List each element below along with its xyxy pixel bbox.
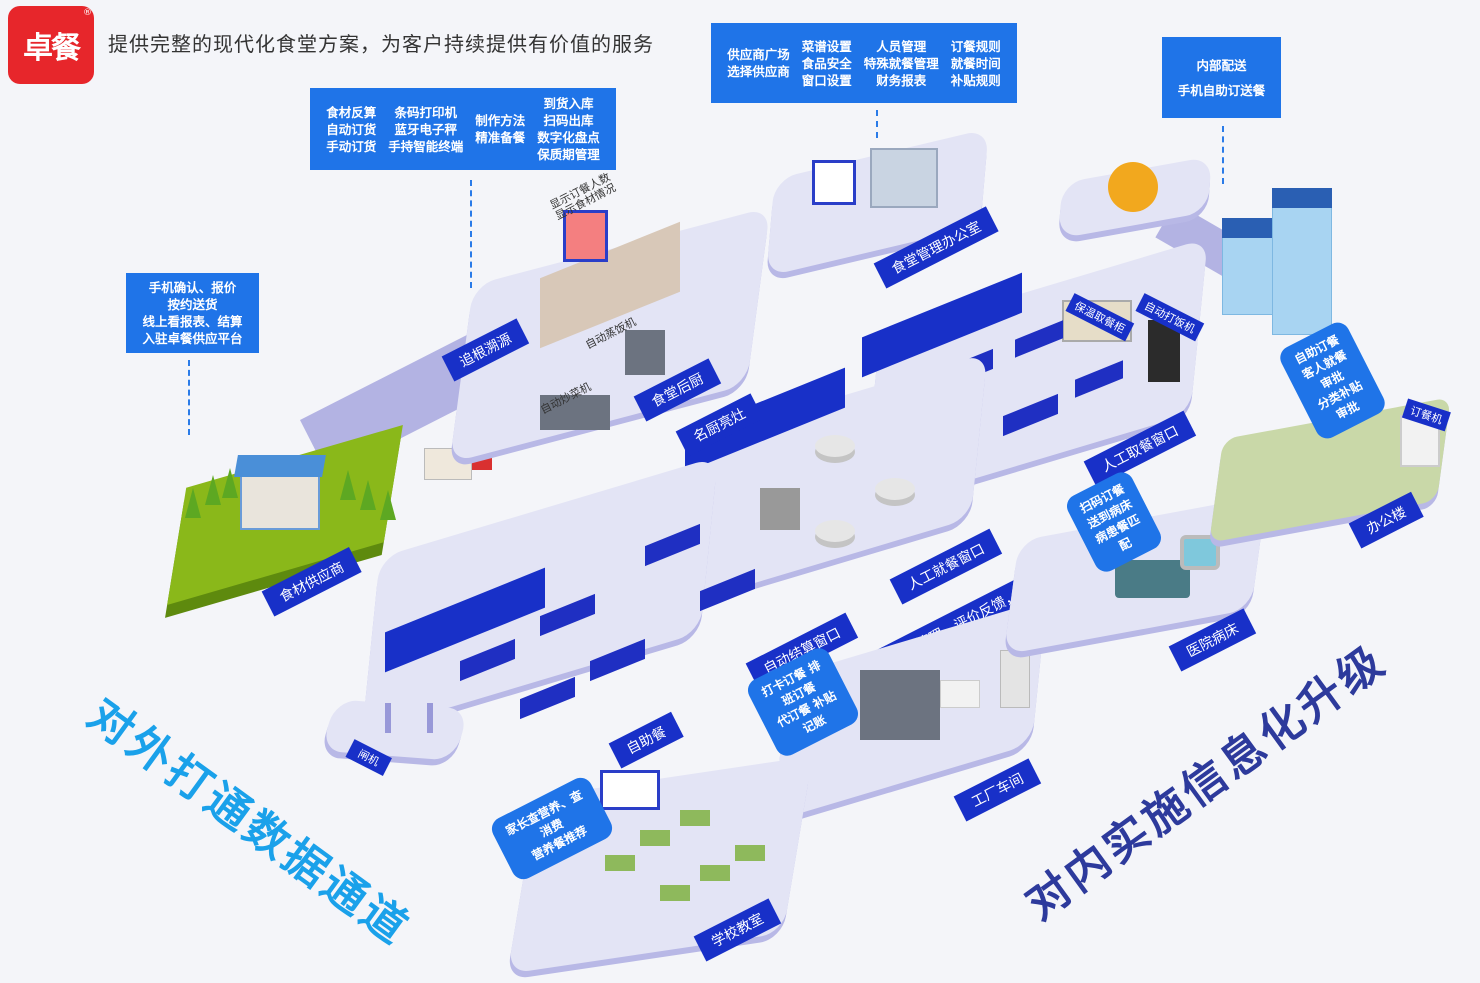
tree-icon	[222, 468, 238, 498]
chart-board-icon	[812, 160, 856, 205]
info-line: 手持智能终端	[388, 138, 464, 154]
info-line: 手动订货	[326, 138, 377, 154]
round-table	[815, 435, 855, 457]
warehouse-roof	[234, 455, 326, 477]
school-desk	[680, 810, 710, 826]
round-table	[875, 478, 915, 500]
brand-logo: 卓餐 ®	[8, 6, 94, 84]
school-desk	[700, 865, 730, 881]
wall-panel-icon	[1000, 650, 1030, 708]
tree-icon	[380, 490, 396, 520]
reception-desk-icon	[940, 680, 980, 708]
logo-text: 卓餐	[23, 31, 81, 66]
school-desk	[660, 885, 690, 901]
armchair-icon	[1180, 535, 1220, 570]
info-line: 食品安全	[801, 55, 852, 71]
info-box-kitchen: 食材反算 自动订货 手动订货 条码打印机 蓝牙电子秤 手持智能终端 制作方法 精…	[310, 88, 616, 170]
connector-kitchen	[470, 180, 472, 288]
warehouse-icon	[240, 470, 320, 530]
office-desk-icon	[870, 148, 938, 208]
display-screen-icon	[563, 210, 608, 262]
info-line: 按约送货	[167, 297, 218, 312]
office-tower-tall	[1272, 195, 1332, 335]
tree-icon	[360, 480, 376, 510]
tagline: 提供完整的现代化食堂方案，为客户持续提供有价值的服务	[108, 32, 654, 56]
tree-icon	[205, 475, 221, 505]
info-line: 特殊就餐管理	[863, 55, 939, 71]
info-line: 精准备餐	[475, 130, 526, 145]
connector-supplier	[188, 360, 190, 435]
info-box-office: 供应商广场 选择供应商 菜谱设置 食品安全 窗口设置 人员管理 特殊就餐管理 财…	[711, 23, 1017, 103]
tower-roof	[1222, 218, 1276, 238]
info-box-delivery: 内部配送 手机自助订送餐	[1162, 37, 1281, 118]
info-line: 手机自助订送餐	[1177, 82, 1266, 98]
delivery-scooter-icon	[1108, 162, 1158, 212]
school-desk	[605, 855, 635, 871]
info-line: 内部配送	[1196, 57, 1247, 73]
info-line: 人员管理	[876, 38, 927, 54]
info-line: 数字化盘点	[537, 130, 600, 145]
info-line: 选择供应商	[727, 64, 790, 79]
turnstile-icon	[385, 703, 433, 733]
info-line: 入驻卓餐供应平台	[142, 331, 243, 346]
school-desk	[735, 845, 765, 861]
info-line: 食材反算	[326, 104, 377, 120]
tree-icon	[340, 470, 356, 500]
wok-machine-icon	[540, 395, 610, 430]
hospital-bed-icon	[1115, 560, 1190, 598]
info-line: 订餐规则	[950, 38, 1001, 54]
info-line: 就餐时间	[950, 55, 1001, 71]
checkout-machine-icon	[760, 488, 800, 530]
steamer-icon	[625, 330, 665, 375]
info-line: 手机确认、报价	[148, 280, 237, 295]
tower-roof	[1272, 188, 1332, 208]
info-line: 供应商广场	[727, 47, 790, 62]
info-line: 制作方法	[475, 113, 526, 128]
factory-machine-icon	[860, 670, 940, 740]
info-line: 扫码出库	[543, 113, 594, 128]
office-tower-short	[1222, 225, 1276, 315]
label-buffet: 自助餐	[608, 711, 684, 769]
round-table	[815, 520, 855, 542]
info-line: 补贴规则	[950, 72, 1001, 88]
label-manual-dining: 人工就餐窗口	[889, 528, 1003, 605]
info-line: 蓝牙电子秤	[394, 121, 457, 137]
info-line: 自动订货	[326, 121, 377, 137]
connector-delivery	[1222, 126, 1224, 184]
info-line: 财务报表	[876, 72, 927, 88]
info-line: 到货入库	[543, 96, 594, 111]
whiteboard-icon	[600, 770, 660, 810]
info-line: 窗口设置	[801, 72, 852, 88]
school-desk	[640, 830, 670, 846]
tree-icon	[185, 488, 201, 518]
info-line: 线上看报表、结算	[142, 314, 243, 329]
registered-mark: ®	[83, 8, 92, 18]
label-factory: 工厂车间	[953, 758, 1042, 822]
info-line: 菜谱设置	[801, 38, 852, 54]
connector-office	[876, 110, 878, 138]
info-line: 条码打印机	[394, 104, 457, 120]
info-line: 保质期管理	[537, 147, 600, 162]
slogan-internal: 对内实施信息化升级	[1016, 634, 1396, 931]
info-box-supplier: 手机确认、报价 按约送货 线上看报表、结算 入驻卓餐供应平台	[126, 273, 259, 353]
